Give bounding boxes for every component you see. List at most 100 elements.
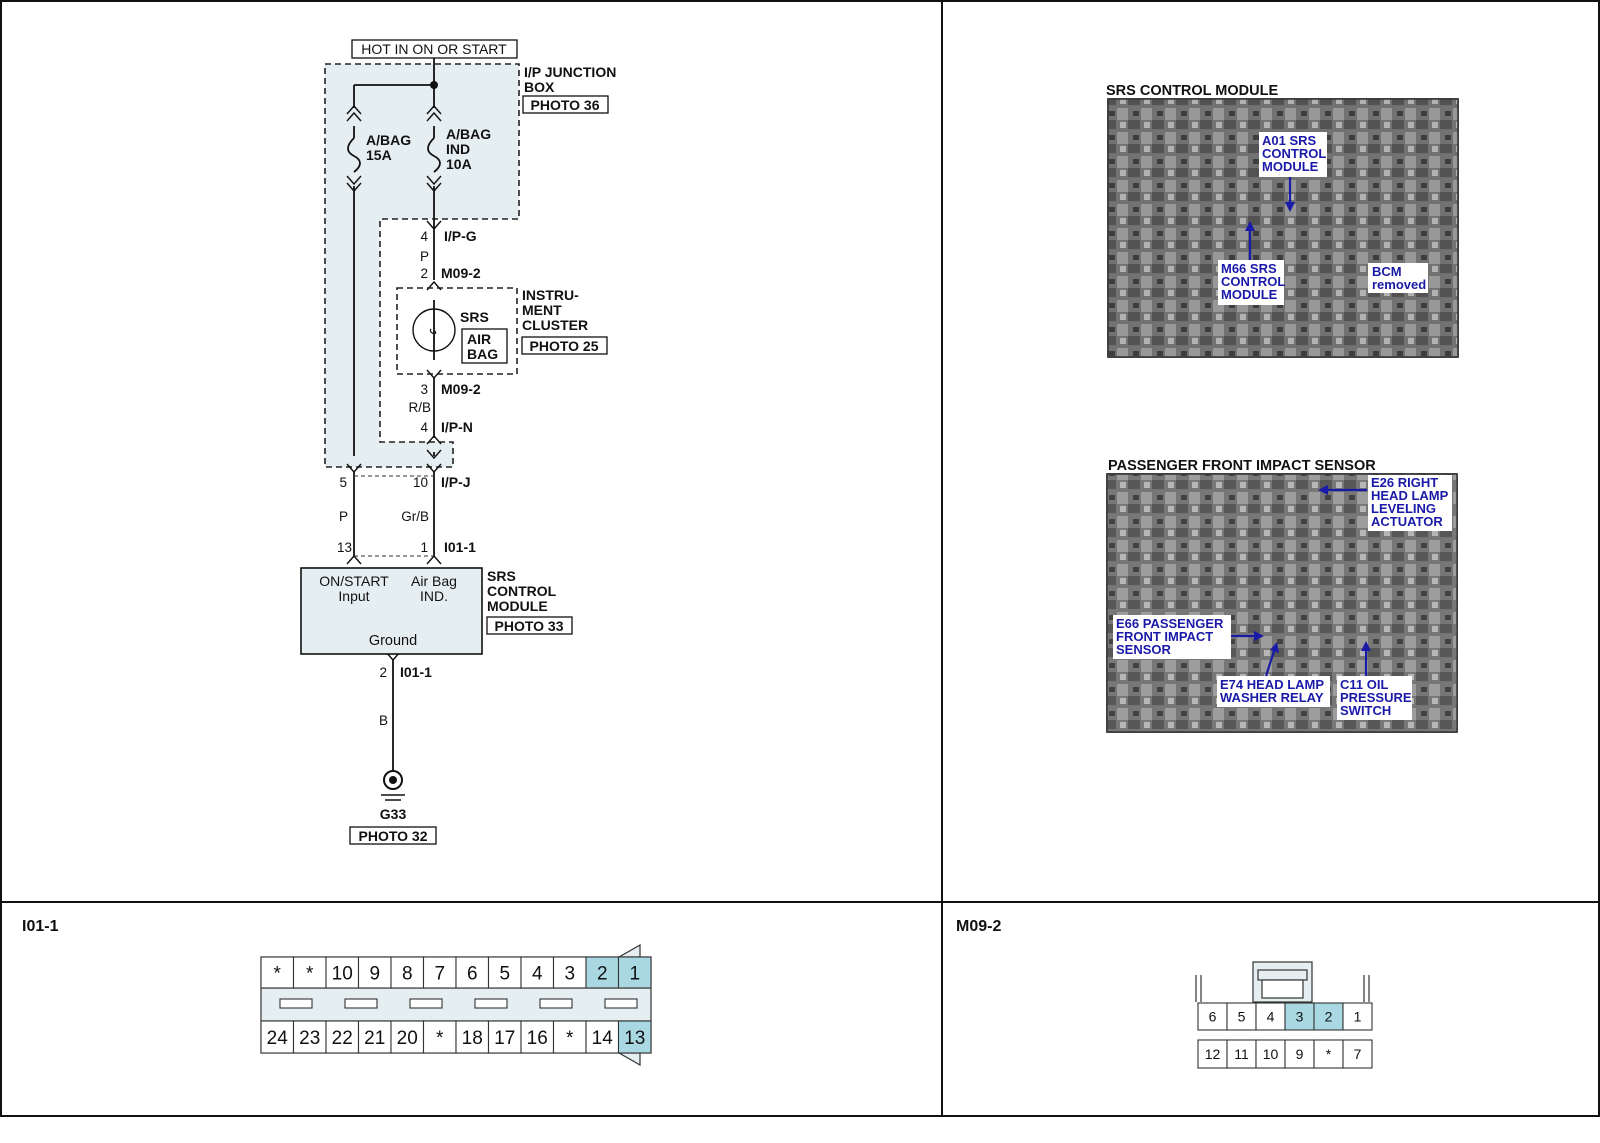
ground-photo-tag <box>349 826 437 845</box>
connector-pin-label: 7 <box>434 964 445 985</box>
ipj-right-pin: 10 <box>413 475 428 490</box>
connector-pin-cell <box>357 1020 392 1054</box>
connector-pin-label: 5 <box>499 964 510 985</box>
m09-top-pin: 2 <box>420 266 428 281</box>
latch-slot <box>409 998 443 1009</box>
i01-left-pin: 13 <box>337 540 352 555</box>
photo-2-callout-e66: E66 PASSENGER FRONT IMPACT SENSOR <box>1113 615 1231 659</box>
connector-pin-label: 22 <box>332 1028 353 1049</box>
cluster-name-2: MENT <box>522 302 562 318</box>
i01-keying-tab-top <box>616 943 641 958</box>
panel-frames <box>0 0 1600 1117</box>
connector-pin-cell <box>617 1020 652 1054</box>
photo-srs-control-module: SRS CONTROL MODULE A01 SRS CONTROL MODUL… <box>1106 83 1459 358</box>
connector-pin-label: 14 <box>592 1028 614 1049</box>
wire-left-color: P <box>339 509 348 524</box>
lower-wiring <box>353 472 435 770</box>
ipg-conn: I/P-G <box>444 228 477 244</box>
connector-pin-cell <box>585 1020 620 1054</box>
srs-control-module-box <box>300 567 483 655</box>
connector-pin-label: 7 <box>1354 1046 1362 1062</box>
connector-m09-title: M09-2 <box>956 918 1001 935</box>
connector-pin-label: 1 <box>1354 1009 1362 1025</box>
module-name-1: SRS <box>487 568 516 584</box>
module-ground: Ground <box>369 633 417 649</box>
connector-pin-label: * <box>306 964 314 985</box>
connector-pin-cell <box>1255 1002 1286 1031</box>
svg-text:M66 SRS: M66 SRS <box>1221 261 1277 276</box>
ipg-pin: 4 <box>420 229 428 244</box>
connector-pin-cell <box>455 956 490 989</box>
svg-text:WASHER RELAY: WASHER RELAY <box>1220 690 1324 705</box>
ground-symbol-icon <box>381 770 405 801</box>
svg-text:MODULE: MODULE <box>1221 287 1278 302</box>
junction-box-photo: PHOTO 36 <box>531 97 600 113</box>
latch-slot <box>539 998 573 1009</box>
m09-latch <box>1252 961 1313 1003</box>
schematic: HOT IN ON OR START I/P JUNCTION BOX PHOT… <box>300 39 616 845</box>
cluster-name-1: INSTRU- <box>522 287 579 303</box>
connector-pin-label: 4 <box>532 964 543 985</box>
svg-text:SWITCH: SWITCH <box>1340 703 1391 718</box>
latch-slot <box>344 998 378 1009</box>
svg-text:C11 OIL: C11 OIL <box>1340 677 1388 692</box>
connector-pin-cell <box>520 1020 555 1054</box>
connector-pin-cell <box>260 956 295 989</box>
m09-side-posts <box>1195 975 1370 1002</box>
photo-1-arrows <box>1245 177 1295 260</box>
lamp-filament <box>429 318 437 342</box>
module-ind-2: IND. <box>420 588 448 604</box>
connector-pin-label: 24 <box>267 1028 289 1049</box>
jb-wiring <box>347 58 441 456</box>
svg-text:E74 HEAD LAMP: E74 HEAD LAMP <box>1220 677 1324 692</box>
svg-text:MODULE: MODULE <box>1262 159 1319 174</box>
cluster-photo-tag <box>521 336 608 355</box>
photo-1-title: SRS CONTROL MODULE <box>1106 83 1278 99</box>
ipn-conn: I/P-N <box>441 419 473 435</box>
svg-text:FRONT IMPACT: FRONT IMPACT <box>1116 629 1213 644</box>
cluster-name-3: CLUSTER <box>522 317 588 333</box>
connector-pin-label: 11 <box>1234 1046 1249 1062</box>
i01-keying-tab-bottom <box>616 1052 641 1067</box>
wire-color-p: P <box>420 249 429 264</box>
fuse-right-label-1: A/BAG <box>446 126 491 142</box>
latch-slot <box>279 998 313 1009</box>
connector-pin-label: 18 <box>462 1028 483 1049</box>
ground-pin: 2 <box>379 665 387 680</box>
connector-pin-label: 17 <box>494 1028 515 1049</box>
connector-pin-label: 12 <box>1205 1046 1221 1062</box>
m09-bot-pin: 3 <box>420 382 428 397</box>
svg-text:PRESSURE: PRESSURE <box>1340 690 1412 705</box>
svg-text:BCM: BCM <box>1372 264 1402 279</box>
connector-pin-cell <box>422 956 457 989</box>
connector-pin-label: 6 <box>467 964 478 985</box>
dashed-shield-lines <box>354 475 434 557</box>
fuse-left-label-1: A/BAG <box>366 132 411 148</box>
photo-2-title: PASSENGER FRONT IMPACT SENSOR <box>1108 458 1376 474</box>
power-source-label: HOT IN ON OR START <box>361 41 507 57</box>
instrument-cluster-box <box>396 287 518 375</box>
photo-2-arrows <box>1231 485 1371 677</box>
srs-lamp-label: SRS <box>460 309 489 325</box>
ground-conn: I01-1 <box>400 664 432 680</box>
srs-lamp-icon <box>412 308 456 352</box>
connector-pin-label: 9 <box>1296 1046 1304 1062</box>
connector-pin-label: * <box>436 1028 444 1049</box>
svg-text:HEAD LAMP: HEAD LAMP <box>1371 488 1449 503</box>
connector-pin-label: 21 <box>364 1028 385 1049</box>
junction-box-name-1: I/P JUNCTION <box>524 64 616 80</box>
wire-color-rb: R/B <box>408 400 431 415</box>
ground-photo: PHOTO 32 <box>359 828 428 844</box>
connector-pin-cell <box>617 956 652 989</box>
ipj-conn: I/P-J <box>441 474 471 490</box>
connector-i01-title: I01-1 <box>22 918 59 935</box>
photo-2-callout-c11: C11 OIL PRESSURE SWITCH <box>1337 676 1412 720</box>
connector-pin-label: * <box>274 964 282 985</box>
wire-color-b: B <box>379 713 388 728</box>
connector-pin-cell <box>1226 1002 1257 1031</box>
connector-pin-label: * <box>1326 1046 1332 1062</box>
connector-pin-label: * <box>566 1028 574 1049</box>
